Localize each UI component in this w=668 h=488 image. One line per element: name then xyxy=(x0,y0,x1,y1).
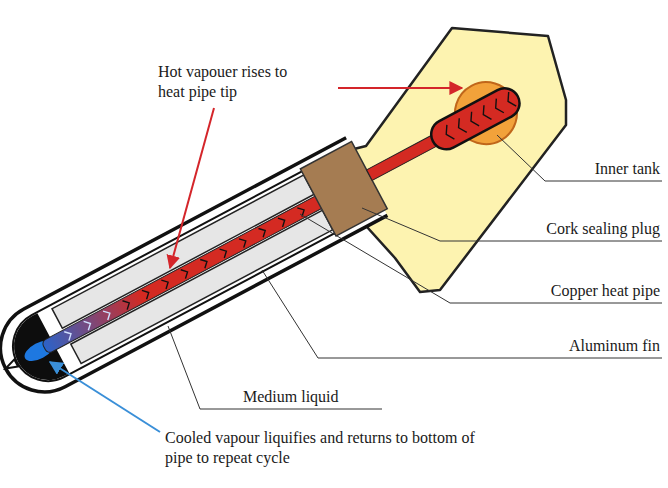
flow-chevron xyxy=(142,288,151,299)
flow-chevron xyxy=(181,267,190,278)
part-label: Cork sealing plug xyxy=(440,219,660,239)
tube-bottom xyxy=(2,313,69,392)
flow-chevron xyxy=(200,257,209,268)
flow-chevron xyxy=(467,112,479,128)
flow-chevron xyxy=(64,329,73,340)
callout-text: Hot vapouer rises to heat pipe tip xyxy=(158,62,310,102)
condenser-bulb xyxy=(426,83,525,155)
flow-chevron xyxy=(504,92,516,108)
flow-chevron xyxy=(220,247,229,258)
flow-chevrons xyxy=(63,92,516,343)
part-label: Medium liquid xyxy=(243,387,393,407)
flow-chevron xyxy=(455,118,467,134)
callout-text: Cooled vapour liquifies and returns to b… xyxy=(165,428,495,468)
flow-chevron xyxy=(442,125,454,141)
copper-heat-pipe xyxy=(41,192,330,355)
aluminum-fin xyxy=(71,210,333,363)
vapour-arrow xyxy=(170,108,214,268)
flow-chevron xyxy=(122,298,131,309)
vapour-arrow xyxy=(338,87,462,89)
flow-chevron xyxy=(278,216,287,227)
leader-line xyxy=(300,214,662,303)
leader-line xyxy=(362,208,662,241)
evacuated-tube xyxy=(0,57,538,407)
leader-line xyxy=(262,270,662,358)
flow-chevron xyxy=(161,278,170,289)
part-label: Aluminum fin xyxy=(440,336,660,356)
flow-chevron xyxy=(239,236,248,247)
flow-chevron xyxy=(492,99,504,115)
part-label: Inner tank xyxy=(520,159,660,179)
flow-chevron xyxy=(103,309,112,320)
flow-chevron xyxy=(480,105,492,121)
leader-line xyxy=(497,135,662,181)
liquid-arrow xyxy=(50,362,160,432)
flow-chevron xyxy=(84,319,93,330)
part-label: Copper heat pipe xyxy=(440,281,660,301)
flow-chevron xyxy=(258,226,267,237)
